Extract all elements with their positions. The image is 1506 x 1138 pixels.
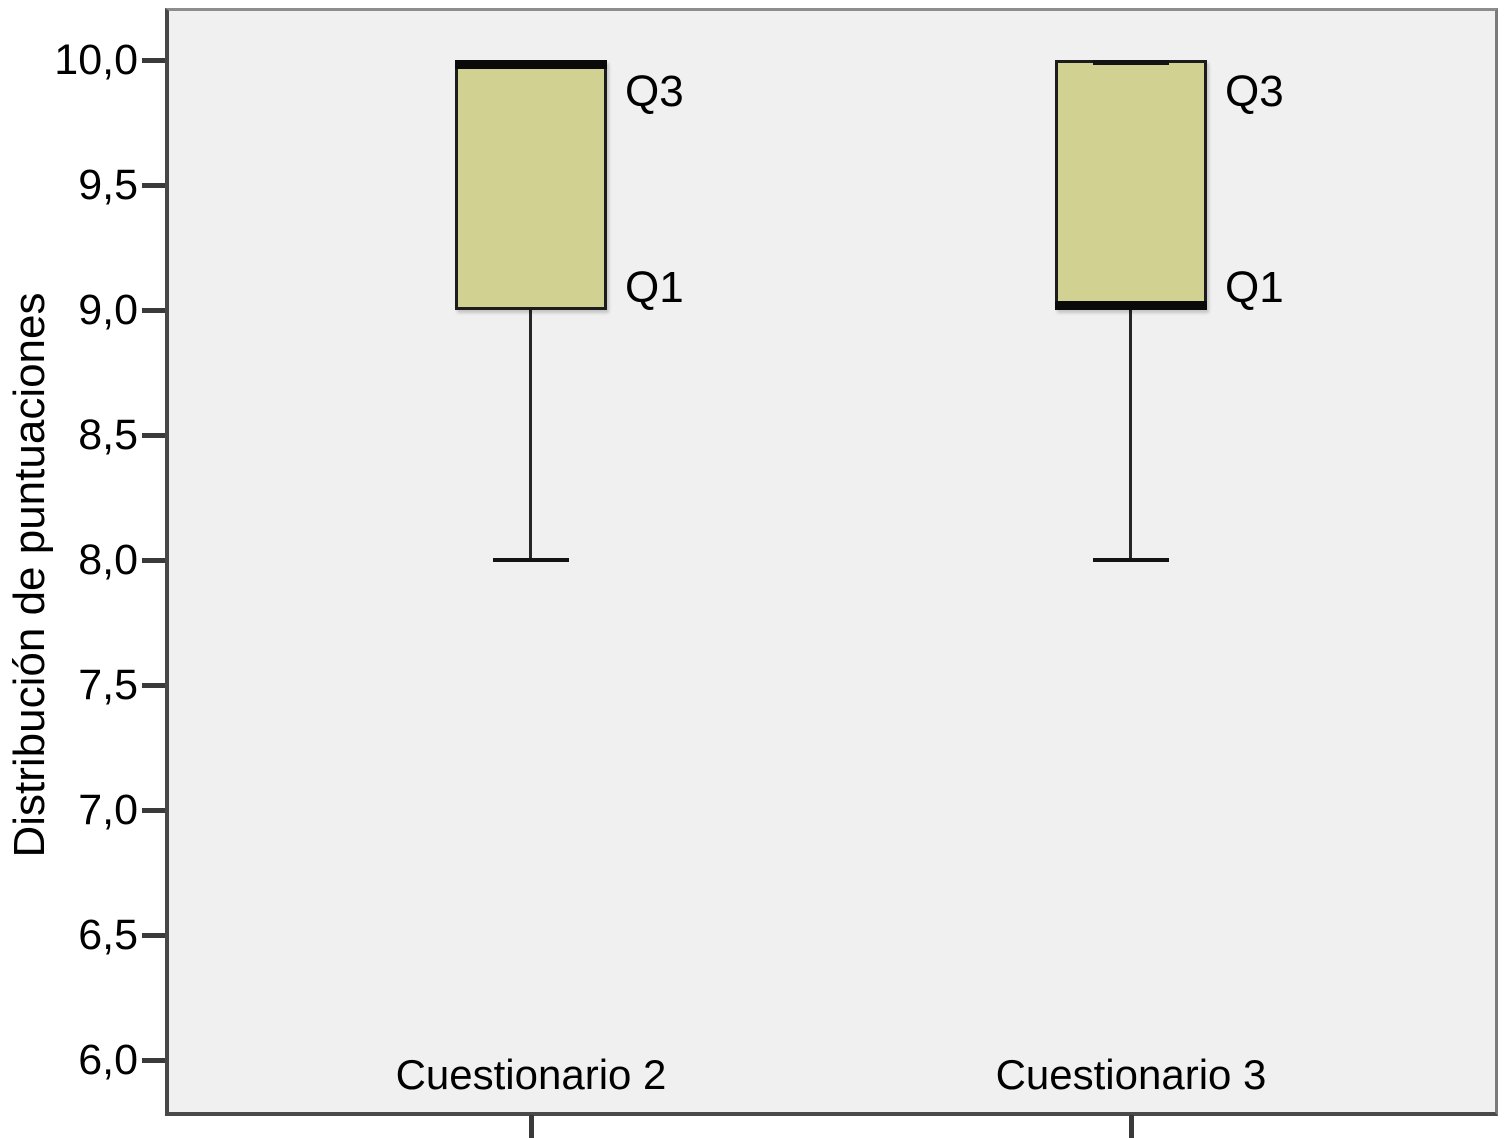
- x-axis-tick: [529, 1115, 534, 1138]
- median-line: [455, 60, 607, 69]
- y-axis-tick: [142, 58, 165, 63]
- iqr-box: [455, 60, 607, 310]
- y-axis-tick-label: 8,5: [78, 411, 138, 459]
- y-axis-tick-label: 6,5: [78, 911, 138, 959]
- y-axis-tick: [142, 433, 165, 438]
- lower-whisker-line: [529, 310, 532, 560]
- y-axis-tick-label: 9,5: [78, 161, 138, 209]
- upper-whisker-cap: [1093, 60, 1169, 65]
- q3-annotation: Q3: [1225, 67, 1284, 116]
- lower-whisker-line: [1129, 310, 1132, 560]
- y-axis-tick: [142, 308, 165, 313]
- y-axis-tick: [142, 808, 165, 813]
- y-axis-tick-label: 8,0: [78, 536, 138, 584]
- x-axis-tick: [1129, 1115, 1134, 1138]
- y-axis-tick: [142, 183, 165, 188]
- y-axis-tick-label: 7,0: [78, 786, 138, 834]
- y-axis-tick: [142, 1058, 165, 1063]
- y-axis-tick: [142, 933, 165, 938]
- y-axis-tick: [142, 683, 165, 688]
- x-category-label: Cuestionario 3: [995, 1051, 1267, 1098]
- q1-annotation: Q1: [625, 263, 684, 312]
- q3-annotation: Q3: [625, 67, 684, 116]
- lower-whisker-cap: [493, 558, 569, 562]
- y-axis-tick-label: 10,0: [54, 36, 138, 84]
- y-axis-tick-label: 9,0: [78, 286, 138, 334]
- y-axis-tick: [142, 558, 165, 563]
- q1-annotation: Q1: [1225, 263, 1284, 312]
- lower-whisker-cap: [1093, 558, 1169, 562]
- iqr-box: [1055, 60, 1207, 310]
- plot-area: [165, 8, 1498, 1116]
- y-axis-tick-label: 7,5: [78, 661, 138, 709]
- median-line: [1055, 301, 1207, 310]
- x-category-label: Cuestionario 2: [395, 1051, 667, 1098]
- y-axis-tick-label: 6,0: [78, 1036, 138, 1084]
